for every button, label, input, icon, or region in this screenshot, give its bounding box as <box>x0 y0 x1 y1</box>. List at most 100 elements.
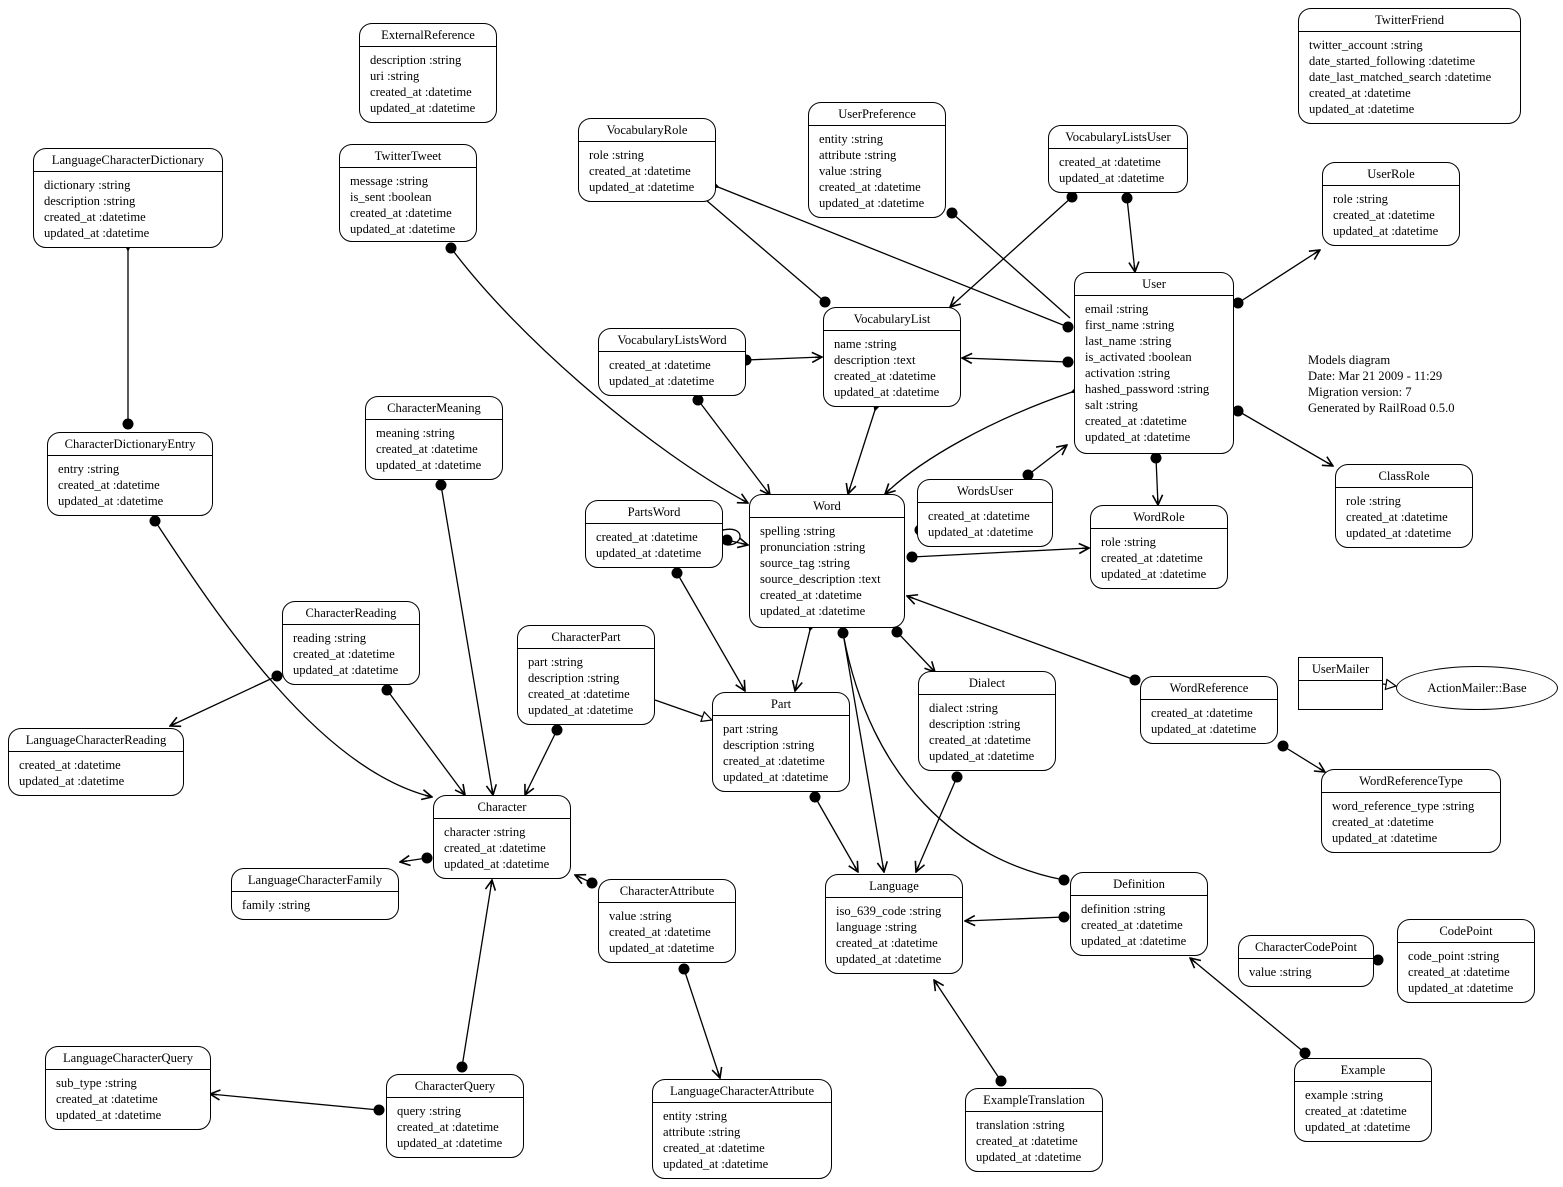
model-user-preference[interactable]: UserPreference entity :string attribute :s… <box>808 102 946 218</box>
model-title: CodePoint <box>1398 920 1534 943</box>
model-attribute: is_activated :boolean <box>1085 350 1192 364</box>
model-attribute: value :string <box>819 164 882 178</box>
model-title: ExternalReference <box>360 24 496 47</box>
model-title: UserPreference <box>809 103 945 126</box>
model-title: PartsWord <box>586 501 722 524</box>
model-title: VocabularyListsUser <box>1049 126 1187 149</box>
model-user-mailer[interactable]: UserMailer <box>1298 657 1383 710</box>
legend-date: Date: Mar 21 2009 - 11:29 <box>1308 369 1443 383</box>
model-attribute: updated_at :datetime <box>1346 526 1452 540</box>
model-attribute: updated_at :datetime <box>596 546 702 560</box>
association-edge <box>1156 458 1158 505</box>
model-title: CharacterDictionaryEntry <box>48 433 212 456</box>
model-attribute: updated_at :datetime <box>663 1157 769 1171</box>
model-attribute: created_at :datetime <box>1059 155 1161 169</box>
model-attribute: updated_at :datetime <box>1151 722 1257 736</box>
model-attribute: created_at :datetime <box>1305 1104 1407 1118</box>
model-title: CharacterQuery <box>387 1075 523 1098</box>
association-edge <box>946 207 1071 319</box>
model-attribute: created_at :datetime <box>1085 414 1187 428</box>
model-attribute: email :string <box>1085 302 1149 316</box>
association-edge <box>1190 958 1305 1053</box>
model-attribute: attribute :string <box>819 148 897 162</box>
model-attribute: last_name :string <box>1085 334 1172 348</box>
model-attribute: reading :string <box>293 631 367 645</box>
model-title: CharacterCodePoint <box>1239 936 1373 959</box>
association-edge <box>815 797 858 872</box>
model-title: Example <box>1295 1059 1431 1082</box>
association-edge <box>575 875 592 883</box>
model-attribute: created_at :datetime <box>609 925 711 939</box>
model-attribute: updated_at :datetime <box>929 749 1035 763</box>
model-title: CharacterPart <box>518 626 654 649</box>
association-edge <box>746 357 822 360</box>
model-attribute: created_at :datetime <box>1408 965 1510 979</box>
model-attribute: entity :string <box>819 132 884 146</box>
model-attribute: updated_at :datetime <box>528 703 634 717</box>
model-attribute: description :string <box>723 738 815 752</box>
association-edge <box>677 573 745 691</box>
model-attribute: created_at :datetime <box>723 754 825 768</box>
model-attribute: family :string <box>242 898 311 912</box>
model-attribute: updated_at :datetime <box>723 770 829 784</box>
model-attribute: source_description :text <box>760 572 881 586</box>
model-attribute: activation :string <box>1085 366 1170 380</box>
model-title: CharacterReading <box>283 602 419 625</box>
model-attribute: created_at :datetime <box>609 358 711 372</box>
model-attribute: updated_at :datetime <box>836 952 942 966</box>
model-title: Character <box>434 796 570 819</box>
model-attribute: hashed_password :string <box>1085 382 1210 396</box>
association-edge <box>795 630 810 691</box>
base-class-actionmailer[interactable]: ActionMailer::Base <box>1396 666 1558 710</box>
model-attribute: is_sent :boolean <box>350 190 432 204</box>
model-attribute: updated_at :datetime <box>19 774 125 788</box>
model-attribute: created_at :datetime <box>589 164 691 178</box>
